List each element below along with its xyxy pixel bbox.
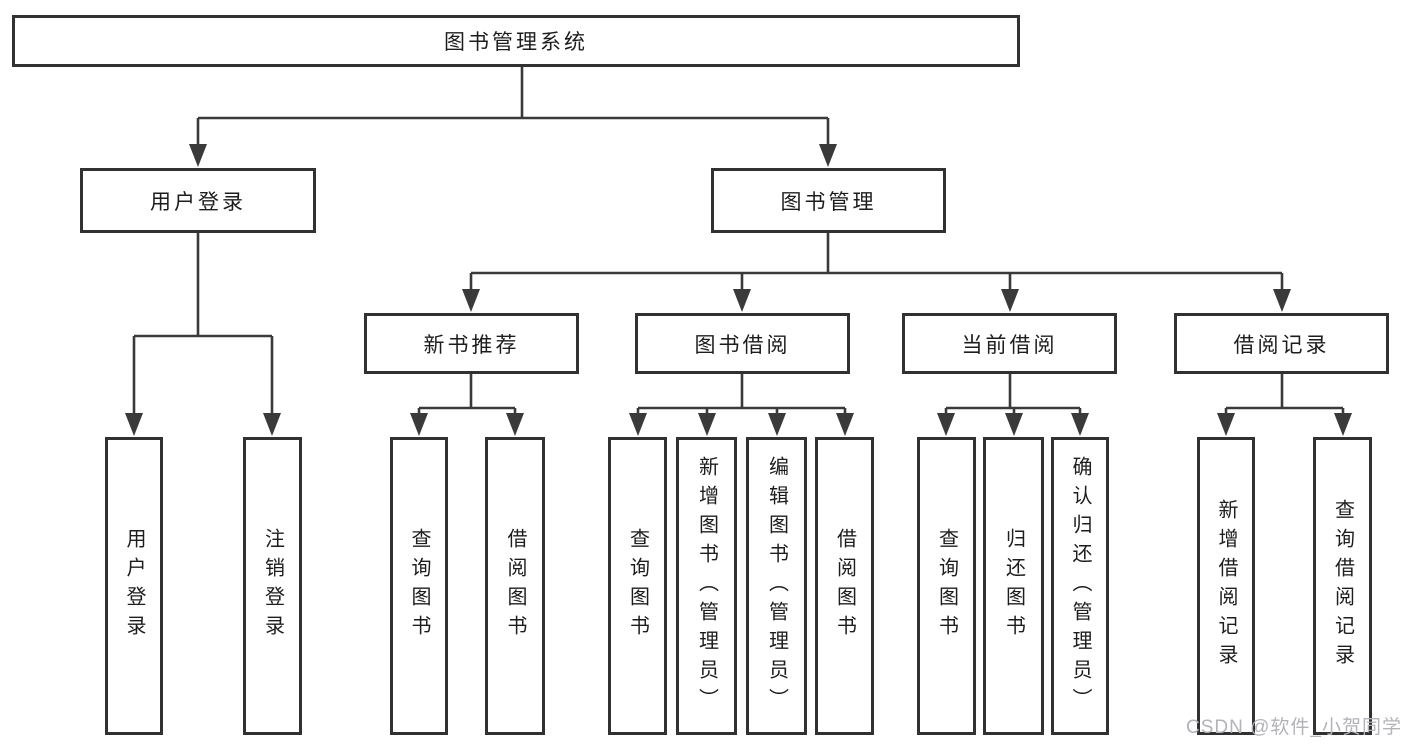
connector-root	[196, 67, 830, 145]
leaf-add-borrow-record: 新增借阅记录	[1197, 437, 1255, 735]
arrowhead	[819, 144, 837, 167]
node-book-management: 图书管理	[711, 168, 946, 233]
arrowhead	[506, 413, 524, 436]
leaf-confirm-return-admin: 确认归还（管理员）	[1051, 437, 1109, 735]
arrowhead	[1217, 413, 1235, 436]
node-borrow-records-label: 借阅记录	[1233, 333, 1330, 357]
arrowhead	[189, 144, 207, 167]
leaf-add-book-admin: 新增图书（管理员）	[676, 437, 737, 735]
connector-borrow-records	[1224, 374, 1345, 414]
leaf-add-borrow-record-label: 新增借阅记录	[1215, 499, 1237, 673]
node-book-borrow: 图书借阅	[635, 313, 850, 374]
leaf-edit-book-admin-label: 编辑图书（管理员）	[765, 455, 788, 717]
connector-new-book-recommend	[417, 374, 517, 414]
arrowheads	[125, 144, 1352, 436]
leaf-query-books-recommend-label: 查询图书	[408, 528, 430, 644]
arrowhead	[836, 413, 854, 436]
connector-user-login	[132, 233, 274, 414]
leaf-query-books-current: 查询图书	[917, 437, 976, 735]
leaf-add-book-admin-label: 新增图书（管理员）	[695, 455, 718, 717]
arrowhead	[937, 413, 955, 436]
arrowhead	[1005, 413, 1023, 436]
node-new-book-recommend-label: 新书推荐	[423, 333, 520, 357]
leaf-borrow-books-label: 借阅图书	[833, 528, 856, 644]
node-new-book-recommend: 新书推荐	[364, 313, 579, 374]
node-current-borrow: 当前借阅	[902, 313, 1117, 374]
node-book-management-label: 图书管理	[780, 190, 877, 214]
arrowhead	[462, 289, 480, 312]
leaf-query-books-borrow-label: 查询图书	[626, 528, 649, 644]
leaf-query-books-current-label: 查询图书	[935, 528, 958, 644]
arrowhead	[410, 413, 428, 436]
leaf-return-books: 归还图书	[983, 437, 1044, 735]
leaf-borrow-books-recommend-label: 借阅图书	[504, 528, 526, 644]
leaf-query-books-recommend: 查询图书	[390, 437, 448, 735]
node-system-label: 图书管理系统	[444, 31, 588, 54]
node-book-borrow-label: 图书借阅	[694, 333, 791, 357]
leaf-borrow-books-recommend: 借阅图书	[485, 437, 545, 735]
leaf-return-books-label: 归还图书	[1002, 528, 1025, 644]
node-current-borrow-label: 当前借阅	[961, 333, 1058, 357]
node-borrow-records: 借阅记录	[1174, 313, 1389, 374]
csdn-watermark: CSDN @软件_小贺同学	[1186, 717, 1402, 738]
leaf-borrow-books: 借阅图书	[815, 437, 874, 735]
arrowhead	[1001, 289, 1019, 312]
leaf-logout-login-label: 注销登录	[261, 528, 284, 644]
node-user-login-label: 用户登录	[150, 190, 246, 214]
arrowhead	[768, 413, 786, 436]
arrowhead	[1334, 413, 1352, 436]
arrowhead	[125, 413, 143, 436]
connector-current-borrow	[944, 374, 1082, 414]
node-user-login: 用户登录	[80, 168, 316, 233]
leaf-query-books-borrow: 查询图书	[608, 437, 667, 735]
leaf-user-login-label: 用户登录	[123, 528, 145, 644]
leaf-query-borrow-record-label: 查询借阅记录	[1331, 499, 1354, 673]
arrowhead	[1273, 289, 1291, 312]
arrowhead	[698, 413, 716, 436]
connector-book-management	[469, 233, 1284, 290]
arrowhead	[263, 413, 281, 436]
node-system: 图书管理系统	[12, 15, 1020, 67]
leaf-edit-book-admin: 编辑图书（管理员）	[746, 437, 807, 735]
arrowhead	[1071, 413, 1089, 436]
leaf-confirm-return-admin-label: 确认归还（管理员）	[1069, 455, 1091, 717]
arrowhead	[733, 289, 751, 312]
connector-book-borrow	[636, 374, 847, 414]
leaf-logout-login: 注销登录	[243, 437, 302, 735]
leaf-user-login: 用户登录	[105, 437, 163, 735]
arrowhead	[629, 413, 647, 436]
leaf-query-borrow-record: 查询借阅记录	[1313, 437, 1372, 735]
